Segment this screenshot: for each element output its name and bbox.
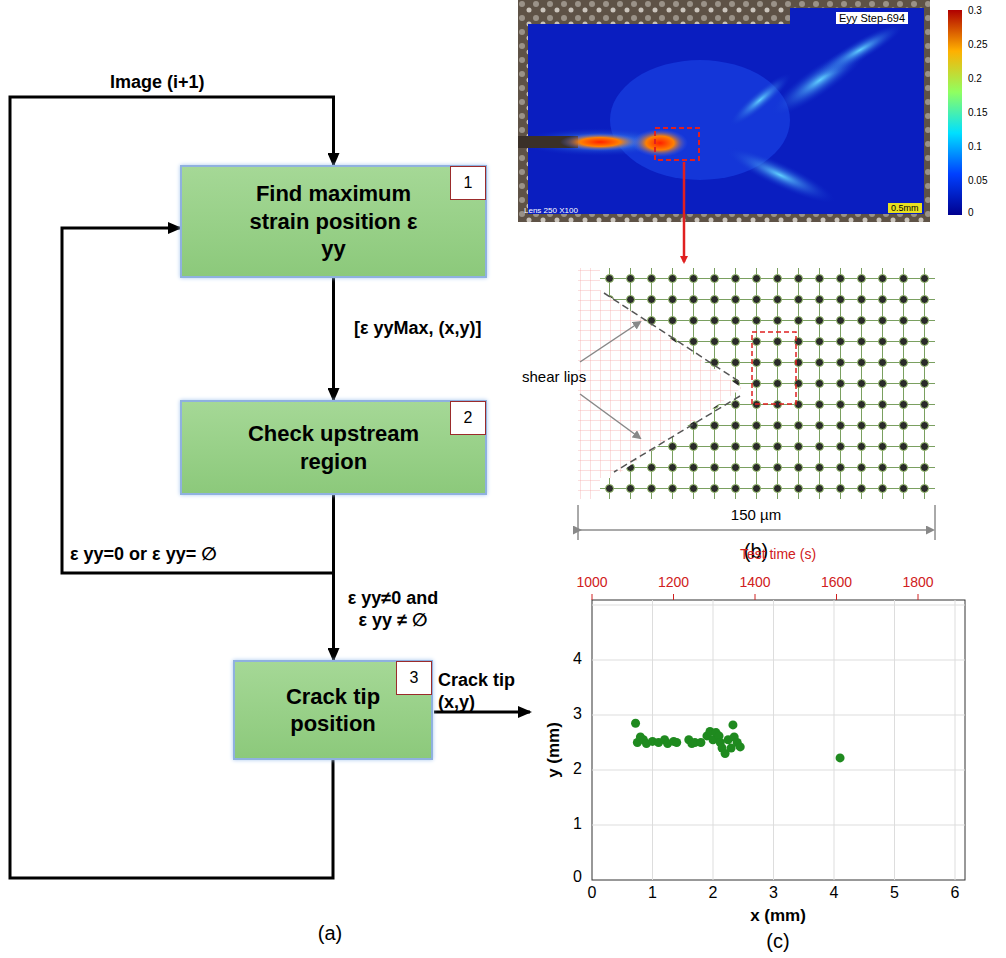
text-label: (c) xyxy=(766,930,789,953)
text-label: 0.25 xyxy=(968,39,987,50)
text-label: 0.2 xyxy=(968,73,982,84)
scatter-chart xyxy=(592,594,965,880)
process-box: Crack tip position 3 xyxy=(233,660,433,760)
dic-grid xyxy=(578,268,935,540)
text-label: (a) xyxy=(318,922,342,945)
text-label: 2 xyxy=(709,884,718,902)
box-text: Find maximum strain position ε yy xyxy=(241,180,426,263)
text-label: y (mm) xyxy=(544,722,564,778)
text-label: Eyy Step-694 xyxy=(836,12,908,24)
text-label: 1200 xyxy=(658,574,689,590)
text-label: 150 µm xyxy=(731,506,781,523)
text-label: 0.05 xyxy=(968,175,987,186)
edge-label: Image (i+1) xyxy=(108,72,207,93)
text-label: 1 xyxy=(648,884,657,902)
text-label: Lens 250 X100 xyxy=(524,206,578,215)
text-label: 1600 xyxy=(821,574,852,590)
text-label: 3 xyxy=(769,884,778,902)
box-text: Check upstream region xyxy=(241,420,426,475)
callout-text: 1 xyxy=(464,174,473,192)
text-label: 5 xyxy=(890,884,899,902)
process-box: Check upstream region 2 xyxy=(180,400,487,495)
text-label: Crack tip (x,y) xyxy=(438,670,533,713)
text-label: 4 xyxy=(830,884,839,902)
callout-number: 2 xyxy=(450,401,486,435)
text-label: 1000 xyxy=(576,574,607,590)
text-label: 0 xyxy=(573,868,582,886)
callout-text: 2 xyxy=(464,409,473,427)
text-label: Test time (s) xyxy=(740,546,816,562)
text-label: 6 xyxy=(951,884,960,902)
text-label: 1 xyxy=(573,815,582,833)
text-label: x (mm) xyxy=(750,906,806,926)
text-label: 1800 xyxy=(902,574,933,590)
text-label: 0.5mm xyxy=(888,203,922,213)
text-label: shear lips xyxy=(522,368,586,385)
edge-label: [ε yyMax, (x,y)] xyxy=(352,318,484,339)
edge-label: ε yy=0 or ε yy= ∅ xyxy=(68,543,219,565)
text-label: 0.15 xyxy=(968,107,987,118)
edge-label: ε yy≠0 and ε yy ≠ ∅ xyxy=(345,588,441,631)
process-box: Find maximum strain position ε yy 1 xyxy=(180,165,487,278)
callout-number: 3 xyxy=(396,661,432,695)
text-label: 3 xyxy=(573,705,582,723)
text-label: 1400 xyxy=(739,574,770,590)
strain-map xyxy=(518,0,962,262)
box-text: Crack tip position xyxy=(263,683,403,738)
flow-arrow xyxy=(332,278,335,400)
text-label: 0.1 xyxy=(968,141,982,152)
text-label: 4 xyxy=(573,650,582,668)
text-label: 0 xyxy=(588,884,597,902)
text-label: 2 xyxy=(573,760,582,778)
text-label: 0.3 xyxy=(968,5,982,16)
callout-number: 1 xyxy=(450,166,486,200)
callout-text: 3 xyxy=(410,669,419,687)
text-label: 0 xyxy=(968,207,974,218)
